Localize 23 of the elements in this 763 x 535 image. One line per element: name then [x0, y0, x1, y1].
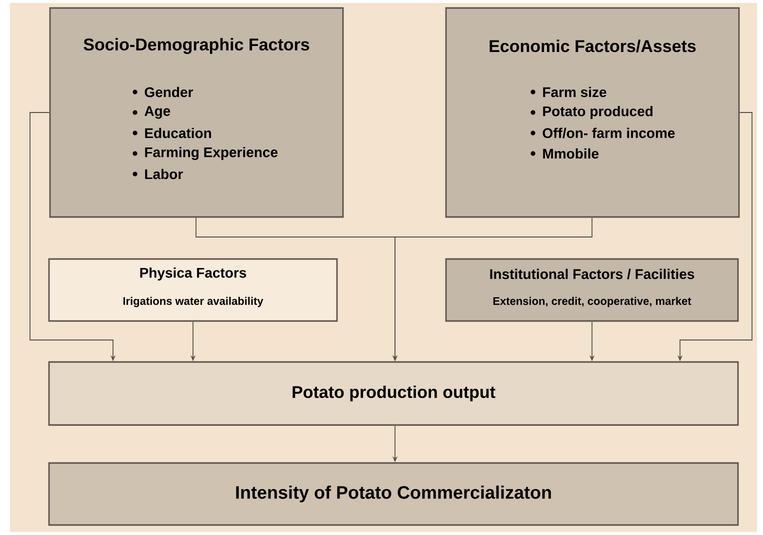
- box-heading: Economic Factors/Assets: [490, 40, 696, 52]
- list-item: Gender: [144, 86, 194, 98]
- box-heading: Institutional Factors / Facilities: [490, 268, 694, 280]
- list-item: Farming Experience: [145, 146, 278, 160]
- box-text: Extension, credit, cooperative, market: [493, 296, 692, 308]
- list-item: Off/on- farm income: [542, 128, 675, 138]
- box-text: Irigations water availability: [123, 296, 264, 308]
- process-box: [49, 7, 344, 218]
- process-box: [48, 462, 739, 526]
- process-box: [445, 258, 739, 322]
- box-heading: Physica Factors: [140, 267, 246, 281]
- box-text: Intensity of Potato Commercializaton: [236, 486, 551, 502]
- process-box: [48, 361, 739, 426]
- box-text: Potato production output: [292, 386, 496, 402]
- list-item: Age: [144, 106, 170, 119]
- list-item: Farm size: [543, 86, 606, 98]
- list-item: Mmobile: [543, 148, 598, 159]
- process-box: [445, 7, 740, 218]
- process-box: [48, 258, 338, 322]
- list-item: Labor: [145, 168, 183, 180]
- list-item: Potato produced: [543, 106, 652, 120]
- list-item: Education: [145, 128, 212, 138]
- box-heading: Socio-Demographic Factors: [84, 38, 310, 54]
